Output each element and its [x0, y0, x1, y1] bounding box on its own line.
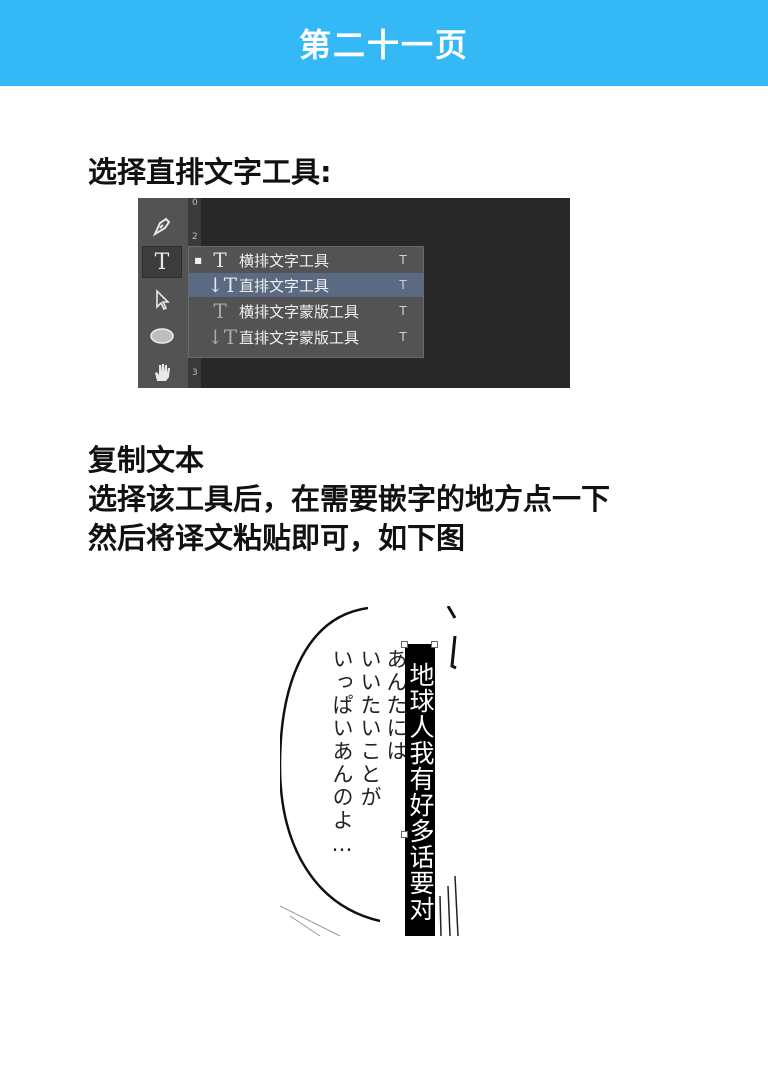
ruler-mark: 0 [192, 198, 198, 208]
menu-item-vertical-type-mask[interactable]: ↓T 直排文字蒙版工具 T [189, 325, 423, 349]
step2-instruction-line2: 然后将译文粘贴即可，如下图 [88, 521, 466, 555]
type-tool-flyout-menu: ■ T 横排文字工具 T ↓T 直排文字工具 T T 横排文字蒙版工具 T ↓T… [188, 246, 424, 358]
menu-item-vertical-type[interactable]: ↓T 直排文字工具 T [189, 273, 423, 297]
menu-item-label: 横排文字工具 [239, 251, 330, 270]
ruler-mark: 2 [192, 232, 198, 242]
horizontal-type-icon: T [213, 248, 227, 272]
type-tool-icon[interactable]: T [142, 246, 182, 278]
japanese-text-column: いいたいことが [358, 648, 382, 809]
menu-item-shortcut: T [399, 330, 407, 344]
ruler-mark: 3 [192, 368, 198, 378]
step2-instruction-line1: 选择该工具后，在需要嵌字的地方点一下 [88, 482, 611, 516]
path-selection-icon[interactable] [142, 284, 182, 316]
text-box-handle[interactable] [431, 641, 438, 648]
active-tool-marker: ■ [194, 255, 202, 265]
text-box-handle[interactable] [401, 641, 408, 648]
ellipse-icon[interactable] [142, 320, 182, 352]
japanese-text-column: いっぱいあんのよ… [330, 648, 354, 858]
menu-item-label: 横排文字蒙版工具 [239, 302, 360, 321]
tool-bar: T [138, 198, 189, 388]
step2-title: 复制文本 [88, 443, 205, 477]
hand-icon[interactable] [142, 356, 182, 388]
vertical-type-icon: ↓T [207, 273, 238, 297]
pasted-translation-text[interactable]: 地球人我有好多话要对 [405, 644, 435, 936]
manga-example-image: あんたには いいたいことが いっぱいあんのよ… 地球人我有好多话要对 [280, 606, 460, 936]
vertical-type-mask-icon: ↓T [207, 325, 238, 349]
menu-item-shortcut: T [399, 304, 407, 318]
menu-item-horizontal-type[interactable]: ■ T 横排文字工具 T [189, 248, 423, 272]
japanese-text-column: あんたには [384, 648, 408, 763]
menu-item-shortcut: T [399, 278, 407, 292]
speech-bubble-outline [280, 606, 459, 936]
step1-instruction: 选择直排文字工具: [88, 155, 332, 189]
page-title: 第二十一页 [298, 26, 469, 64]
menu-item-horizontal-type-mask[interactable]: T 横排文字蒙版工具 T [189, 299, 423, 323]
menu-item-label: 直排文字蒙版工具 [239, 328, 360, 347]
pen-icon[interactable] [142, 210, 182, 242]
photoshop-tool-screenshot: T 0 2 3 ■ T 横排文字工具 T ↓T 直排文字工具 T [138, 198, 570, 388]
text-box-handle[interactable] [401, 831, 408, 838]
menu-item-shortcut: T [399, 253, 407, 267]
horizontal-type-mask-icon: T [213, 299, 227, 323]
menu-item-label: 直排文字工具 [239, 276, 330, 295]
page-header: 第二十一页 [0, 0, 768, 86]
